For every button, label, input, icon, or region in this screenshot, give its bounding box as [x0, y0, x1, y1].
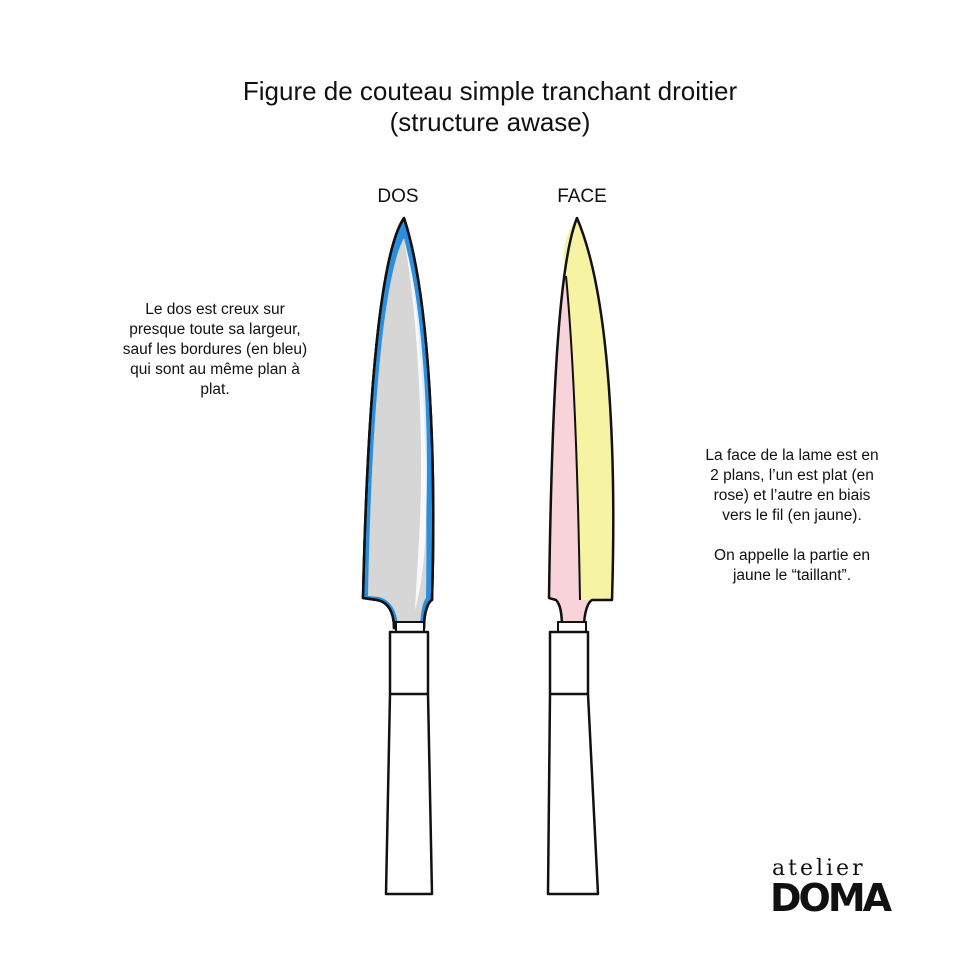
dos-knife [361, 216, 435, 896]
dos-description: Le dos est creux sur presque toute sa la… [122, 301, 308, 398]
dos-blade-outline [361, 216, 435, 630]
dos-label: DOS [377, 186, 419, 207]
title-line-2: (structure awase) [389, 107, 591, 137]
face-handle [546, 630, 600, 896]
dos-handle [384, 630, 434, 896]
title-line-1: Figure de couteau simple tranchant droit… [242, 76, 738, 106]
logo-doma: DOMA [770, 876, 892, 920]
face-bevel-line [565, 275, 581, 601]
face-knife [546, 216, 615, 896]
brand-logo: atelier DOMA [770, 852, 918, 924]
face-description: La face de la lame est en 2 plans, l’un … [705, 447, 879, 584]
dos-blade-reflection [404, 240, 428, 610]
page-title: Figure de couteau simple tranchant droit… [0, 76, 980, 138]
logo-atelier: atelier [772, 856, 866, 881]
dos-blade-hollow [368, 238, 427, 626]
face-label: FACE [557, 186, 607, 207]
